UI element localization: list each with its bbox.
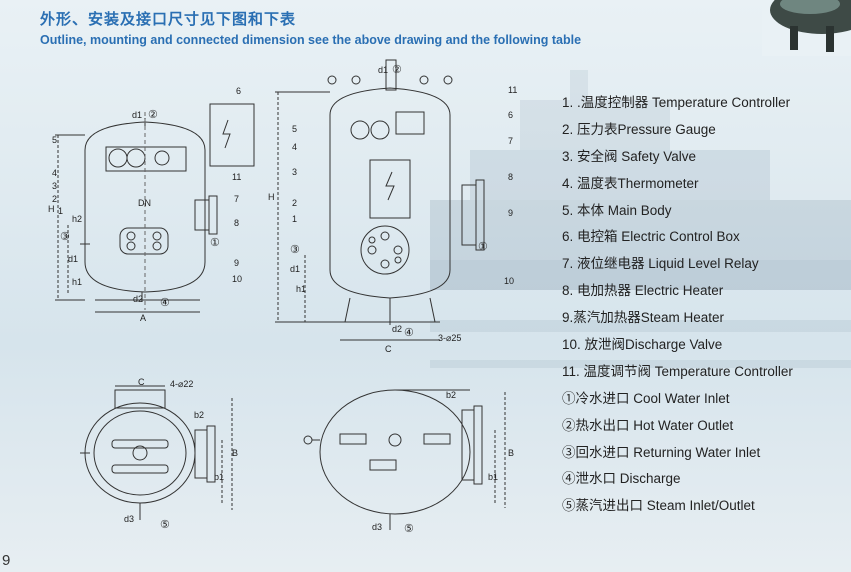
label-H: H (48, 204, 55, 214)
tank-photo (762, 0, 851, 56)
label-7: 7 (234, 194, 239, 204)
label-10: 10 (504, 276, 514, 286)
page-title-chinese: 外形、安装及接口尺寸见下图和下表 (40, 10, 297, 28)
label-7: 7 (508, 136, 513, 146)
page-number: 9 (2, 552, 11, 569)
label-9: 9 (234, 258, 239, 268)
label-d1-top: d1 (132, 110, 142, 120)
label-circle-5: ⑤ (404, 523, 414, 535)
right-top-view (303, 389, 506, 530)
label-2: 2 (292, 198, 297, 208)
legend-item: ②热水出口 Hot Water Outlet (562, 417, 734, 433)
label-circle-3: ③ (290, 244, 300, 256)
legend-item: ③回水进口 Returning Water Inlet (562, 444, 761, 460)
background-ship-image (430, 70, 851, 368)
label-holes: 3-⌀25 (438, 333, 461, 343)
technical-drawings: H h2 h1 d1 d1 d2 DN A 5 4 3 2 1 6 11 7 8… (48, 59, 517, 535)
legend-item: 4. 温度表Thermometer (562, 175, 699, 191)
label-circle-1: ① (478, 241, 488, 253)
label-1: 1 (58, 206, 63, 216)
label-circle-2: ② (392, 64, 402, 76)
legend-item: 8. 电加热器 Electric Heater (562, 283, 724, 299)
label-d1-top: d1 (378, 65, 388, 75)
label-d3: d3 (124, 514, 134, 524)
label-6: 6 (236, 86, 241, 96)
label-5: 5 (52, 135, 57, 145)
left-top-labels: C 4-⌀22 b2 b1 B d3 ⑤ (124, 377, 238, 531)
legend-item: 11. 温度调节阀 Temperature Controller (562, 363, 793, 379)
label-B: B (232, 448, 238, 458)
label-11: 11 (508, 85, 517, 95)
label-A: A (140, 313, 146, 323)
label-11: 11 (232, 172, 241, 182)
label-H: H (268, 192, 275, 202)
legend-item: 1. .温度控制器 Temperature Controller (562, 95, 791, 110)
component-legend: 1. .温度控制器 Temperature Controller 2. 压力表P… (562, 93, 793, 523)
legend-item: 5. 本体 Main Body (562, 202, 672, 218)
label-h2: h2 (72, 214, 82, 224)
legend-item: 10. 放泄阀Discharge Valve (562, 337, 723, 353)
label-d2: d2 (392, 324, 402, 334)
label-9: 9 (508, 208, 513, 218)
legend-item: 3. 安全阀 Safety Valve (562, 148, 697, 164)
label-d1: d1 (68, 254, 78, 264)
left-front-labels: H h2 h1 d1 d1 d2 DN A 5 4 3 2 1 6 11 7 8… (48, 86, 242, 323)
legend-item: ①冷水进口 Cool Water Inlet (562, 390, 730, 406)
label-h1: h1 (72, 277, 82, 287)
legend-item: 6. 电控箱 Electric Control Box (562, 229, 740, 245)
label-C: C (385, 344, 392, 354)
label-circle-4: ④ (160, 297, 170, 309)
label-DN: DN (138, 198, 151, 208)
label-b2: b2 (194, 410, 204, 420)
label-4: 4 (292, 142, 297, 152)
label-circle-2: ② (148, 109, 158, 121)
label-b1: b1 (488, 472, 498, 482)
label-2: 2 (52, 194, 57, 204)
legend-item: 9.蒸汽加热器Steam Heater (562, 310, 725, 326)
right-front-labels: H h1 d1 d1 d2 C 3-⌀25 5 4 3 2 1 11 6 7 8… (268, 64, 517, 354)
label-5: 5 (292, 124, 297, 134)
legend-item: ⑤蒸汽进出口 Steam Inlet/Outlet (562, 498, 755, 514)
right-top-labels: b2 b1 B d3 ⑤ (372, 390, 514, 535)
legend-item: ④泄水口 Discharge (562, 471, 681, 487)
label-C: C (138, 377, 145, 387)
legend-item: 2. 压力表Pressure Gauge (562, 121, 716, 137)
label-b2: b2 (446, 390, 456, 400)
label-B: B (508, 448, 514, 458)
label-6: 6 (508, 110, 513, 120)
label-circle-3: ③ (60, 231, 70, 243)
label-b1: b1 (214, 472, 224, 482)
label-8: 8 (234, 218, 239, 228)
legend-item: 7. 液位继电器 Liquid Level Relay (562, 256, 759, 272)
label-d3: d3 (372, 522, 382, 532)
label-d1: d1 (290, 264, 300, 274)
label-circle-4: ④ (404, 327, 414, 339)
right-front-view (275, 59, 485, 341)
label-1: 1 (292, 214, 297, 224)
left-front-view (55, 103, 255, 313)
label-holes: 4-⌀22 (170, 379, 193, 389)
page-title-english: Outline, mounting and connected dimensio… (40, 33, 582, 47)
label-3: 3 (52, 181, 57, 191)
label-circle-1: ① (210, 237, 220, 249)
label-d2: d2 (133, 294, 143, 304)
label-h1: h1 (296, 284, 306, 294)
label-8: 8 (508, 172, 513, 182)
label-10: 10 (232, 274, 242, 284)
label-3: 3 (292, 167, 297, 177)
label-circle-5: ⑤ (160, 519, 170, 531)
left-top-view (80, 385, 233, 520)
label-4: 4 (52, 168, 57, 178)
